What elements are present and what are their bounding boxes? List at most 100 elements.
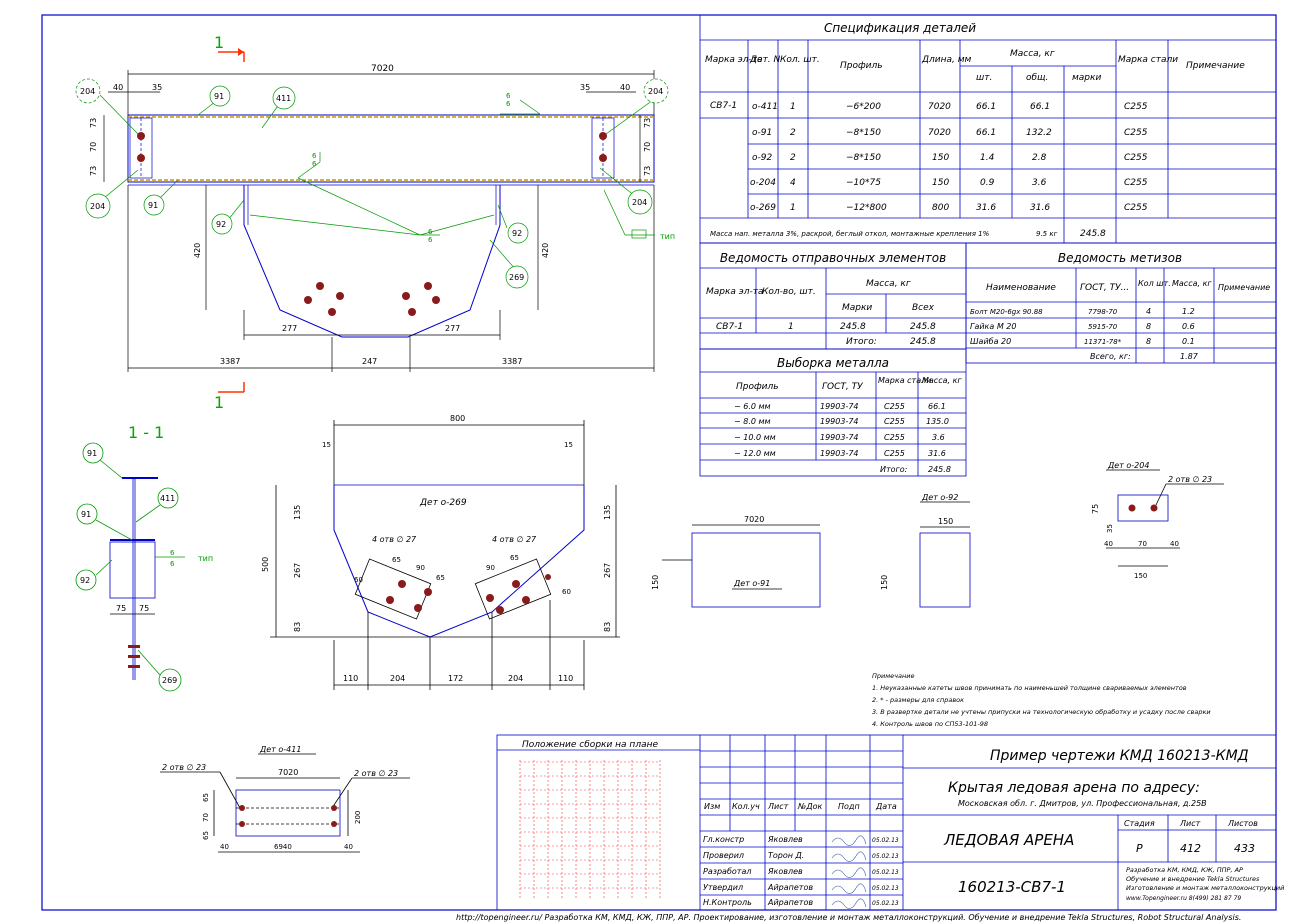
det-411: Дет о-411 2 отв ∅ 23 2 отв ∅ 23 7020 65 … xyxy=(160,745,410,853)
spec-h-mark: Марка эл-та xyxy=(705,55,763,65)
dispatch-table-text: Ведомость отправочных элементов Марка эл… xyxy=(706,251,946,347)
spec-table-text: Спецификация деталей Марка эл-та Дет. N … xyxy=(705,21,1245,239)
spec-title: Спецификация деталей xyxy=(824,21,976,35)
metal-r0-gost: 19903-74 xyxy=(820,402,859,411)
svg-text:6: 6 xyxy=(170,549,175,557)
section-1-1-title: 1 - 1 xyxy=(128,423,164,442)
dispatch-title: Ведомость отправочных элементов xyxy=(720,251,946,265)
det269-d65-b: 65 xyxy=(436,574,445,582)
code-top: Пример чертежи КМД 160213-КМД xyxy=(990,748,1249,764)
metal-r1-profile: − 8.0 мм xyxy=(734,417,771,426)
s11-callout-91-top: 91 xyxy=(87,449,97,458)
det269-h83-left: 83 xyxy=(293,622,302,632)
building-name: ЛЕДОВАЯ АРЕНА xyxy=(943,831,1074,849)
signer-4-role: Н.Контроль xyxy=(703,898,752,907)
metal-r2-profile: − 10.0 мм xyxy=(734,433,776,442)
callout-269: 269 xyxy=(509,273,524,282)
dim-3387-right: 3387 xyxy=(502,357,522,366)
hardware-h-qty: Кол шт. xyxy=(1138,279,1171,288)
section-mark-top xyxy=(218,48,245,62)
signer-3-name: Айрапетов xyxy=(767,883,813,892)
dim-70-right: 70 xyxy=(643,142,652,152)
dispatch-r0-m2: 245.8 xyxy=(910,322,936,332)
det269-d65-c: 65 xyxy=(510,554,519,562)
dim-73-right-bottom: 73 xyxy=(643,166,652,176)
det204-d40-r: 40 xyxy=(1170,540,1179,548)
dim-247: 247 xyxy=(362,357,377,366)
det411-v70: 70 xyxy=(202,813,210,822)
hardware-r2-qty: 8 xyxy=(1146,337,1151,346)
det269-title: Дет о-269 xyxy=(419,498,467,508)
signer-3-role: Утвердил xyxy=(703,883,743,892)
section-mark-top-label: 1 xyxy=(214,33,224,52)
notes-item-3: 3. В развертке детали не учтены припуски… xyxy=(872,708,1211,716)
callout-92-right: 92 xyxy=(512,229,522,238)
rev-h-1: Кол.уч xyxy=(732,802,760,811)
drawing-code: 160213-СВ7-1 xyxy=(958,878,1066,896)
spec-r0-total: 66.1 xyxy=(1030,102,1050,112)
det411-h200: 200 xyxy=(354,811,362,824)
det269-width: 800 xyxy=(450,414,465,423)
det269-holes-left: 4 отв ∅ 27 xyxy=(372,535,417,544)
det204-h35: 35 xyxy=(1106,524,1114,533)
company-line-4: www.Topengineer.ru 8(499) 281 87 79 xyxy=(1126,895,1241,902)
hardware-total: 1.87 xyxy=(1180,352,1199,361)
signer-2-name: Яковлев xyxy=(767,867,803,876)
svg-text:6: 6 xyxy=(428,228,433,236)
svg-text:6: 6 xyxy=(506,92,511,100)
det269-bottom-0: 110 xyxy=(343,674,358,683)
det269-h500: 500 xyxy=(261,557,270,572)
signer-1-role: Проверил xyxy=(703,851,744,860)
det204-title: Дет о-204 xyxy=(1107,461,1149,470)
dispatch-h-mass-mark: Марки xyxy=(842,303,872,313)
spec-r4-det: о-269 xyxy=(750,203,776,213)
det411-holes-left: 2 отв ∅ 23 xyxy=(162,763,206,772)
dim-420-left: 420 xyxy=(193,243,202,258)
s11-dim-75-right: 75 xyxy=(139,604,149,613)
metal-title: Выборка металла xyxy=(777,356,889,370)
det269-h135-right: 135 xyxy=(603,505,612,520)
s11-callout-411: 411 xyxy=(160,494,175,503)
footer-text[interactable]: http://topengineer.ru/ Разработка КМ, КМ… xyxy=(456,913,1241,922)
dim-277-left: 277 xyxy=(282,324,297,333)
project-address: Московская обл. г. Дмитров, ул. Професси… xyxy=(958,799,1207,808)
hardware-table xyxy=(965,242,1277,364)
svg-text:6: 6 xyxy=(312,160,317,168)
det92-title: Дет о-92 xyxy=(921,493,958,502)
det411-v65-top: 65 xyxy=(202,793,210,802)
det269-h267-left: 267 xyxy=(293,563,302,578)
spec-r1-steel: С255 xyxy=(1124,128,1148,138)
spec-r2-det: о-92 xyxy=(752,153,772,163)
metal-r3-steel: С255 xyxy=(884,449,905,458)
callout-204-br: 204 xyxy=(632,198,647,207)
metal-h-gost: ГОСТ, ТУ xyxy=(822,382,863,392)
notes-item-4: 4. Контроль швов по СП53-101-98 xyxy=(872,720,988,728)
spec-h-det: Дет. N xyxy=(749,55,781,65)
dispatch-h-mark: Марка эл-та xyxy=(706,287,764,297)
hardware-r0-qty: 4 xyxy=(1146,307,1151,316)
metal-r1-gost: 19903-74 xyxy=(820,417,859,426)
dispatch-r0-mark: СВ7-1 xyxy=(716,322,743,332)
spec-r2-qty: 2 xyxy=(790,153,796,163)
spec-r0-det: о-411 xyxy=(752,102,778,112)
weld-type-label: тип xyxy=(660,232,675,241)
det411-inner: 6940 xyxy=(274,843,292,851)
notes-item-1: 1. Неуказанные катеты швов принимать по … xyxy=(872,684,1187,692)
det269-bolts xyxy=(386,574,551,614)
dispatch-h-qty: Кол-во, шт. xyxy=(762,287,816,297)
det269-bottom-4: 110 xyxy=(558,674,573,683)
section-mark-bottom-label: 1 xyxy=(214,393,224,412)
spec-r2-length: 150 xyxy=(932,153,949,163)
det-269: 800 15 15 Дет о-269 4 отв ∅ 27 4 отв ∅ 2… xyxy=(261,414,620,690)
spec-r4-profile: −12*800 xyxy=(846,203,887,213)
signer-0-role: Гл.констр xyxy=(703,835,744,844)
spec-h-mass-mark: марки xyxy=(1072,73,1101,83)
det269-h135-left: 135 xyxy=(293,505,302,520)
spec-h-steel: Марка стали xyxy=(1118,55,1178,65)
det411-holes-right: 2 отв ∅ 23 xyxy=(354,769,398,778)
signer-4-name: Айрапетов xyxy=(767,898,813,907)
hardware-h-note: Примечание xyxy=(1218,283,1270,292)
dispatch-h-mass: Масса, кг xyxy=(866,279,911,289)
dim-overall: 7020 xyxy=(371,64,394,74)
